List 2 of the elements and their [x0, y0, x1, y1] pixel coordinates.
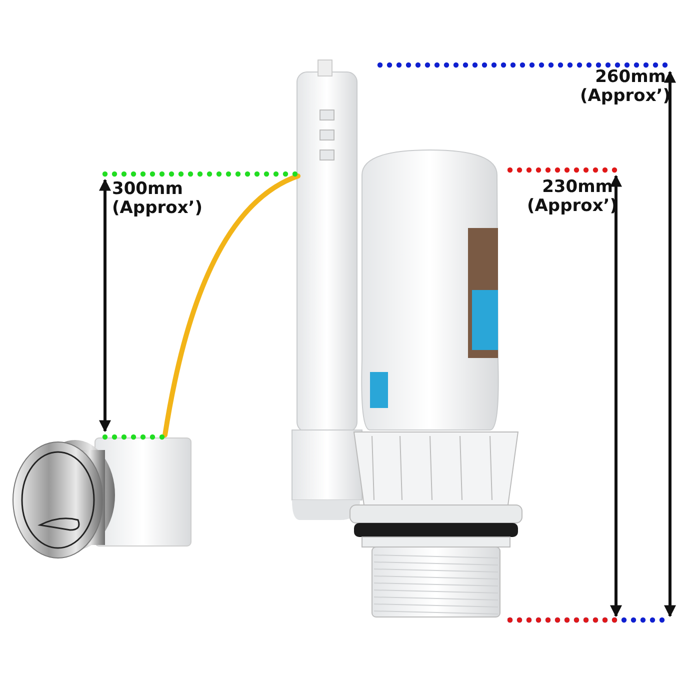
dimension-label: 260mm (Approx’): [580, 68, 666, 106]
dimension-label: 230mm (Approx’): [527, 178, 613, 216]
